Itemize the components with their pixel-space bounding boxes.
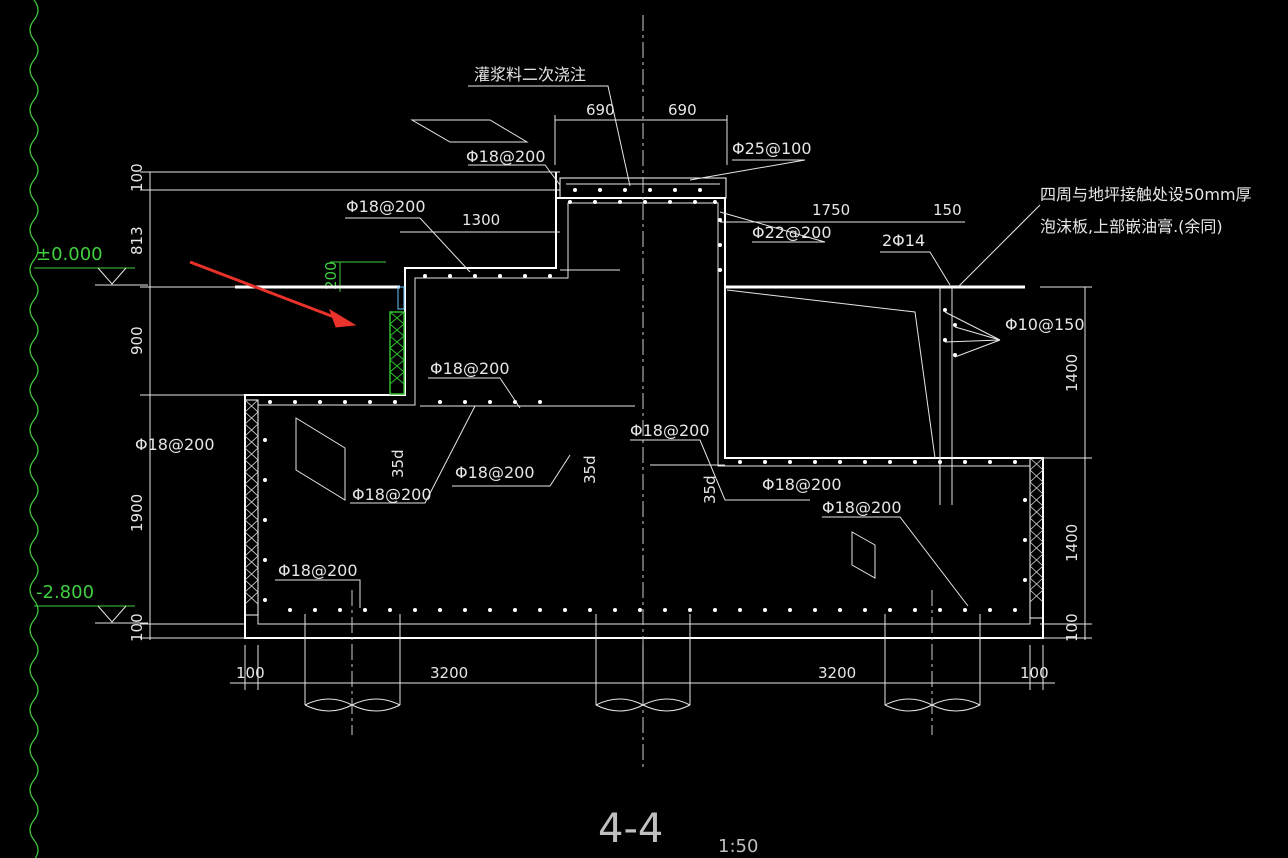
bottom-dimension-chain: [230, 645, 1055, 690]
dim-top-c: 1300: [462, 211, 500, 229]
rebar-top-slab: Φ18@200: [466, 147, 546, 166]
plate-top: [410, 119, 529, 143]
rebar-wall-left: Φ18@200: [135, 435, 215, 454]
plate-right: [851, 531, 876, 579]
dim-bottom-c: 3200: [818, 664, 856, 682]
slope-line-right: [726, 289, 936, 459]
rebar-right-b: Φ18@200: [822, 498, 902, 517]
top-dimension-chain: [400, 115, 965, 233]
dim-bottom-b: 3200: [430, 664, 468, 682]
dim-left-a: 100: [128, 163, 146, 192]
dim-left-f: 100: [128, 613, 146, 642]
rebar-pair: 2Φ14: [882, 231, 925, 250]
rebar-dots: [263, 188, 1027, 612]
level-bottom-label: -2.800: [36, 582, 94, 603]
foam-note-line1: 四周与地坪接触处设50mm厚: [1040, 185, 1252, 204]
anchor-b: 35d: [581, 455, 599, 484]
level-top-label: ±0.000: [36, 244, 103, 265]
rebar-bottom-left: Φ18@200: [278, 561, 358, 580]
dim-left-d: 900: [128, 326, 146, 355]
dim-top-d: 1750: [812, 201, 850, 219]
rebar-vert: Φ10@150: [1005, 315, 1085, 334]
rebar-center: Φ18@200: [630, 421, 710, 440]
grout-note: 灌浆料二次浇注: [474, 65, 586, 84]
anchor-a: 35d: [389, 449, 407, 478]
dim-left-c: 200: [322, 261, 340, 290]
rebar-step: Φ18@200: [346, 197, 426, 216]
right-dimension-chain: [1040, 286, 1092, 640]
insulation-left: [244, 399, 259, 616]
dim-bottom-a: 100: [236, 664, 265, 682]
level-marker-bottom: [34, 605, 148, 624]
rebar-inner-a: Φ18@200: [455, 463, 535, 482]
dim-left-e: 1900: [128, 494, 146, 532]
insulation-right: [1029, 457, 1044, 619]
dim-top-a: 690: [586, 101, 615, 119]
left-dimension-chain: [140, 171, 560, 640]
foundation-inner-outline: [257, 202, 1031, 625]
rebar-right-a: Φ18@200: [762, 475, 842, 494]
dim-right-b: 1400: [1063, 524, 1081, 562]
level-marker-top: [34, 267, 148, 286]
dim-left-b: 813: [128, 226, 146, 255]
red-arrow-annotation: [189, 260, 357, 328]
rebar-pedestal: Φ25@100: [732, 139, 812, 158]
rebar-inner-b: Φ18@200: [352, 485, 432, 504]
leader-lines: [275, 85, 1041, 608]
dim-top-e: 150: [933, 201, 962, 219]
section-scale: 1:50: [718, 836, 758, 857]
insulation-step-highlight: [389, 286, 405, 395]
rebar-wall-right: Φ22@200: [752, 223, 832, 242]
section-title: 4-4: [598, 806, 663, 852]
dim-right-c: 100: [1063, 613, 1081, 642]
dim-bottom-d: 100: [1020, 664, 1049, 682]
rebar-mid: Φ18@200: [430, 359, 510, 378]
foam-note-line2: 泡沫板,上部嵌油膏.(余同): [1040, 217, 1223, 236]
anchor-c: 35d: [701, 475, 719, 504]
break-line-left: [29, 0, 39, 858]
dim-top-b: 690: [668, 101, 697, 119]
plate-left: [295, 417, 346, 501]
dim-right-a: 1400: [1063, 354, 1081, 392]
